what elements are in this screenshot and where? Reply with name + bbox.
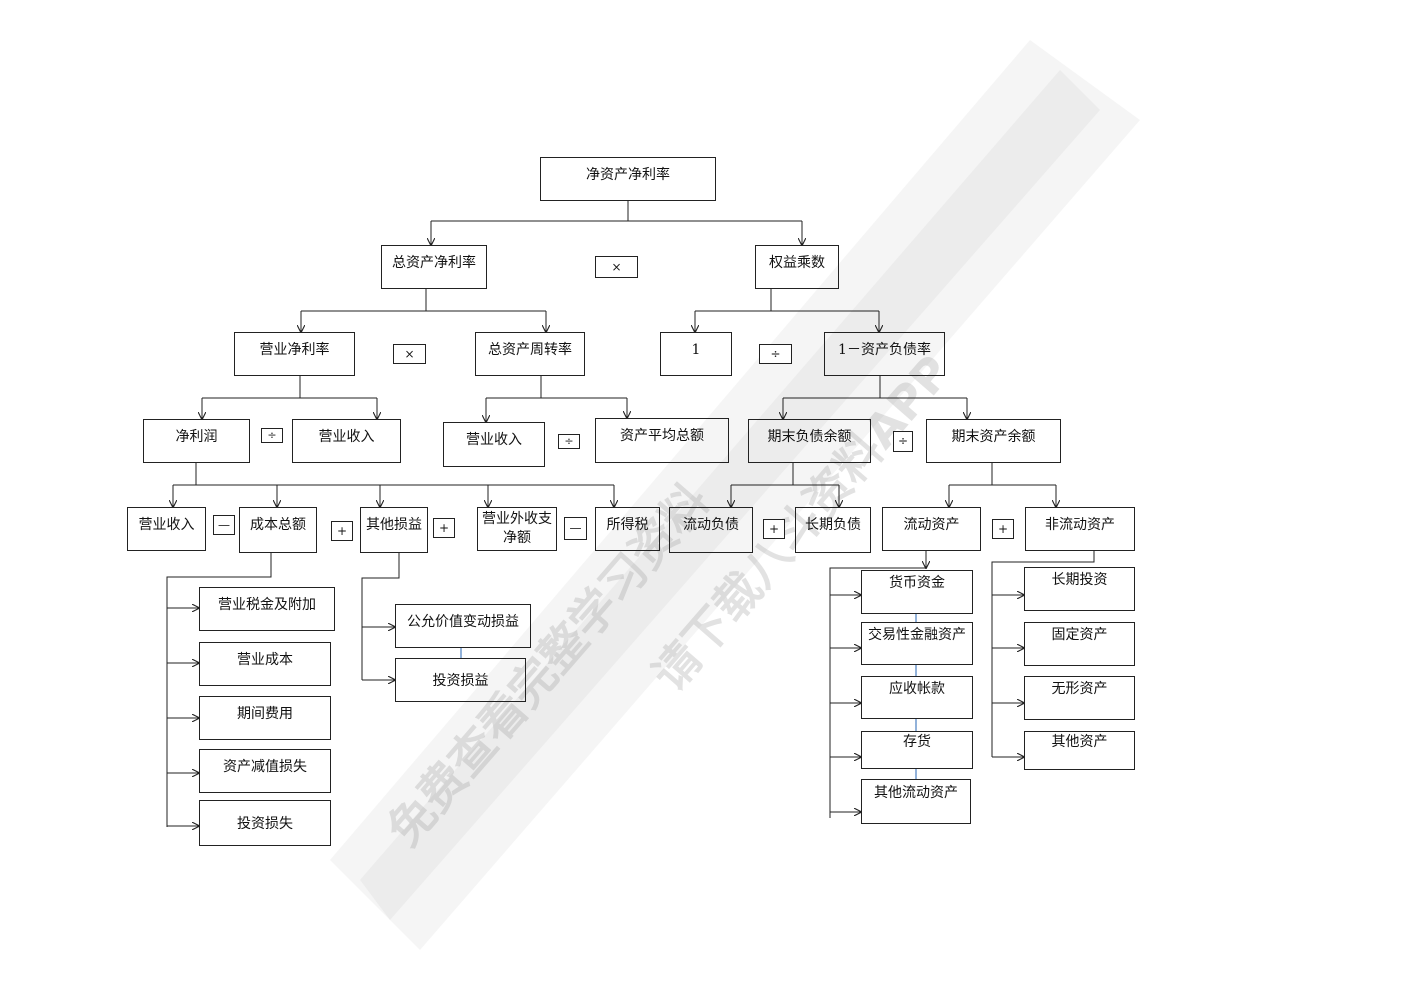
operator-plus: + xyxy=(433,518,455,538)
node-one-minus-debt-ratio: 1－资产负债率 xyxy=(824,332,945,376)
node-other-assets: 其他资产 xyxy=(1024,731,1135,770)
node-operating-cost: 营业成本 xyxy=(199,642,331,686)
operator-minus: — xyxy=(213,515,235,535)
node-long-term-investment: 长期投资 xyxy=(1024,567,1135,611)
operator-multiply: × xyxy=(393,344,426,364)
node-total-cost: 成本总额 xyxy=(239,507,317,553)
node-non-operating-net: 营业外收支净额 xyxy=(477,507,557,551)
node-net-margin: 营业净利率 xyxy=(234,332,355,376)
node-roa: 总资产净利率 xyxy=(381,245,487,289)
node-investment-gain: 投资损益 xyxy=(395,658,526,702)
node-other-gains: 其他损益 xyxy=(360,507,428,553)
node-fixed-assets: 固定资产 xyxy=(1024,622,1135,666)
operator-minus: — xyxy=(564,517,587,540)
node-income-tax: 所得税 xyxy=(595,507,660,551)
operator-divide: ÷ xyxy=(261,428,283,443)
node-investment-loss: 投资损失 xyxy=(199,800,331,846)
node-current-liabilities: 流动负债 xyxy=(669,507,753,553)
node-business-tax: 营业税金及附加 xyxy=(199,587,335,631)
operator-divide: ÷ xyxy=(893,431,913,452)
node-avg-total-assets: 资产平均总额 xyxy=(595,418,729,463)
node-equity-multiplier: 权益乘数 xyxy=(755,245,839,289)
node-inventory: 存货 xyxy=(861,731,973,769)
node-period-expenses: 期间费用 xyxy=(199,696,331,740)
node-other-current-assets: 其他流动资产 xyxy=(861,779,971,824)
operator-divide: ÷ xyxy=(759,344,792,364)
node-revenue: 营业收入 xyxy=(292,419,401,463)
operator-plus: + xyxy=(763,519,785,539)
node-ending-assets: 期末资产余额 xyxy=(926,419,1061,463)
operator-divide: ÷ xyxy=(558,434,580,449)
node-roe: 净资产净利率 xyxy=(540,157,716,201)
operator-multiply: × xyxy=(595,256,638,278)
node-impairment-loss: 资产减值损失 xyxy=(199,749,331,793)
node-ending-liabilities: 期末负债余额 xyxy=(748,419,871,463)
node-intangible-assets: 无形资产 xyxy=(1024,676,1135,720)
node-net-profit: 净利润 xyxy=(143,419,250,463)
node-revenue: 营业收入 xyxy=(127,507,206,551)
node-long-term-liabilities: 长期负债 xyxy=(795,507,871,553)
node-non-current-assets: 非流动资产 xyxy=(1025,507,1135,551)
operator-plus: + xyxy=(992,519,1014,539)
operator-plus: + xyxy=(331,521,353,541)
node-trading-financial-assets: 交易性金融资产 xyxy=(861,622,973,665)
node-asset-turnover: 总资产周转率 xyxy=(475,332,585,376)
node-accounts-receivable: 应收帐款 xyxy=(861,676,973,719)
node-monetary-funds: 货币资金 xyxy=(861,570,973,614)
node-fair-value-change: 公允价值变动损益 xyxy=(395,604,531,648)
node-current-assets: 流动资产 xyxy=(882,507,981,551)
node-revenue: 营业收入 xyxy=(443,422,545,467)
node-one: 1 xyxy=(660,332,732,376)
